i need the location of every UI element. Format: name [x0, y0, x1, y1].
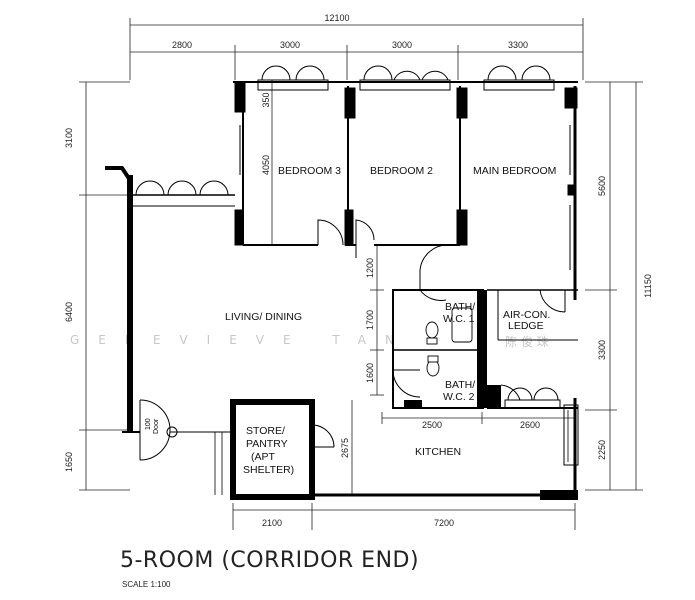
svg-text:2500: 2500: [422, 420, 442, 430]
watermark: GENEVIEVE TAN: [70, 333, 413, 347]
svg-text:1600: 1600: [365, 363, 375, 383]
svg-text:2675: 2675: [340, 438, 350, 458]
plan-scale: SCALE 1:100: [122, 580, 171, 589]
svg-text:7200: 7200: [434, 518, 454, 528]
svg-text:3000: 3000: [280, 40, 300, 50]
label-door-2: Door: [153, 418, 160, 434]
plan-title: 5-ROOM (CORRIDOR END): [120, 548, 420, 573]
svg-text:3300: 3300: [508, 40, 528, 50]
walls: [105, 81, 579, 500]
svg-text:5600: 5600: [597, 176, 607, 196]
label-living-dining: LIVING/ DINING: [225, 311, 302, 323]
svg-text:3000: 3000: [392, 40, 412, 50]
label-door-1: 100: [145, 418, 152, 430]
svg-text:2600: 2600: [520, 420, 540, 430]
svg-text:3100: 3100: [64, 128, 74, 148]
svg-text:2250: 2250: [597, 440, 607, 460]
label-bath-2-line1: BATH/: [445, 379, 475, 391]
svg-text:1700: 1700: [365, 310, 375, 330]
svg-text:1650: 1650: [64, 452, 74, 472]
label-bedroom-3: BEDROOM 3: [278, 165, 341, 177]
label-store-line4: SHELTER): [243, 464, 294, 476]
svg-text:6400: 6400: [64, 302, 74, 322]
svg-text:12100: 12100: [324, 13, 349, 23]
room-labels: BEDROOM 3 BEDROOM 2 MAIN BEDROOM LIVING/…: [145, 165, 556, 476]
label-store-line3: (APT: [251, 451, 276, 463]
label-kitchen: KITCHEN: [415, 446, 461, 458]
label-main-bedroom: MAIN BEDROOM: [473, 165, 556, 177]
windows: [135, 65, 561, 409]
svg-text:350: 350: [261, 92, 271, 107]
label-store-line2: PANTRY: [246, 438, 288, 450]
dimension-labels: 12100 2800 3000 3000 3300 3100 6400 1650…: [64, 13, 653, 528]
svg-text:2100: 2100: [262, 518, 282, 528]
label-bath-1-line2: W.C. 1: [443, 313, 475, 325]
label-aircon-line2: LEDGE: [508, 320, 544, 332]
label-bath-1-line1: BATH/: [445, 301, 475, 313]
dimension-lines: [79, 18, 643, 530]
label-bath-2-line2: W.C. 2: [443, 391, 475, 403]
watermark-cjk: 陈 俊 珠: [505, 334, 549, 349]
label-aircon-line1: AIR-CON.: [503, 309, 550, 321]
svg-text:2800: 2800: [172, 40, 192, 50]
label-bedroom-2: BEDROOM 2: [370, 165, 433, 177]
bathroom-fixtures: [425, 307, 473, 377]
svg-text:11150: 11150: [643, 274, 653, 298]
svg-text:4050: 4050: [261, 155, 271, 175]
svg-text:1200: 1200: [365, 258, 375, 278]
doors: [139, 219, 566, 461]
label-store-line1: STORE/: [246, 425, 285, 437]
svg-text:3300: 3300: [597, 340, 607, 360]
